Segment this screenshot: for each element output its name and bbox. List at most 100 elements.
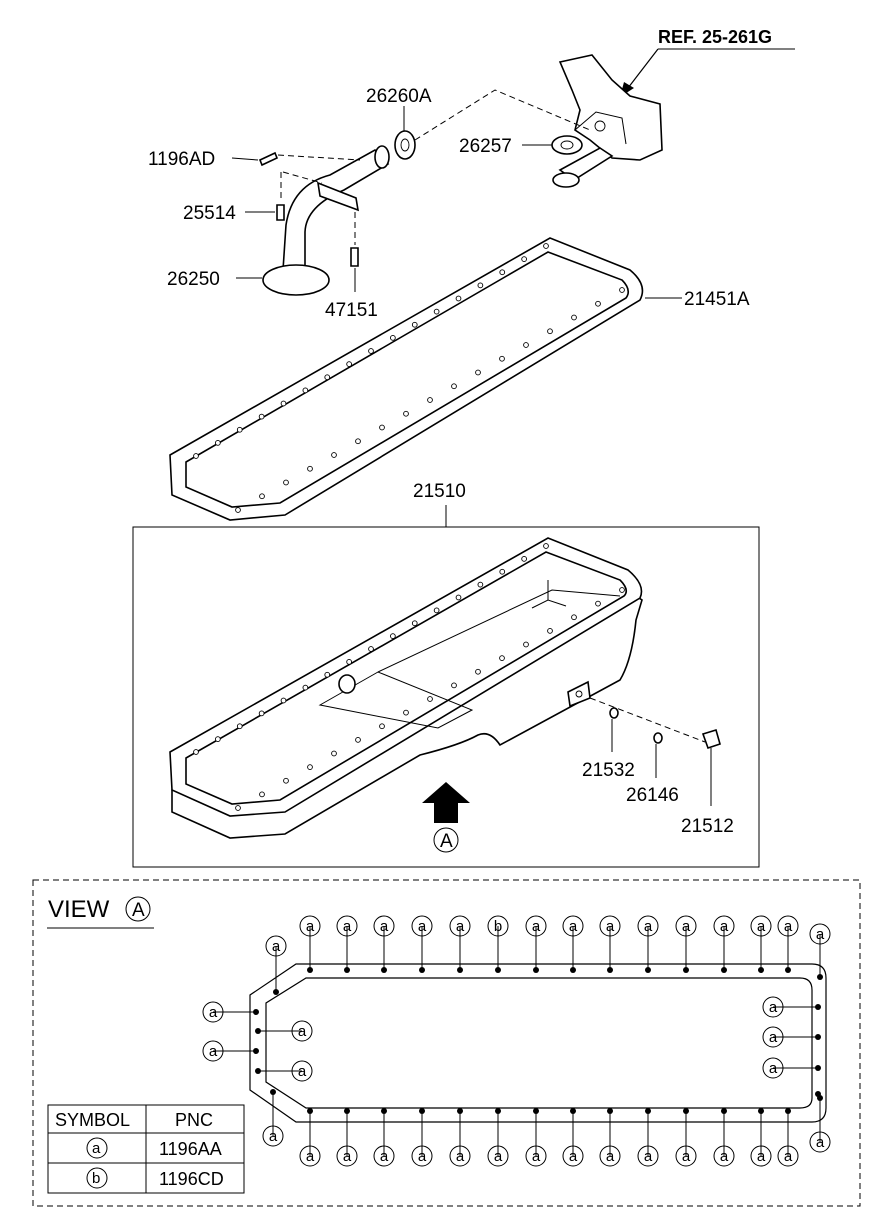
label-25514[interactable]: 25514 xyxy=(183,203,236,224)
pan-hole xyxy=(547,628,553,634)
view-a-title-letter[interactable]: A xyxy=(132,900,145,921)
label-26257[interactable]: 26257 xyxy=(459,136,512,157)
label-26146[interactable]: 26146 xyxy=(626,785,679,806)
bolt-47151-shape xyxy=(350,247,359,267)
bolt-47151: 47151 xyxy=(325,212,378,321)
bolt-symbol[interactable]: a xyxy=(343,918,352,935)
gasket-hole xyxy=(547,328,553,335)
bolt-symbol[interactable]: a xyxy=(682,918,691,935)
gasket-26260A-hole xyxy=(400,138,410,152)
pan-hole xyxy=(258,710,265,717)
drain-parts: 21532 26146 21512 xyxy=(582,707,734,837)
bolt-symbol-circle xyxy=(637,1145,659,1167)
legend-pnc-b[interactable]: 1196CD xyxy=(159,1169,224,1189)
bolt-symbol[interactable]: a xyxy=(816,1134,825,1151)
bolt-symbol-circle xyxy=(562,915,584,937)
legend-header-symbol[interactable]: SYMBOL xyxy=(55,1110,130,1130)
bolt-symbol[interactable]: a xyxy=(769,1029,778,1046)
gasket-hole xyxy=(368,348,374,354)
pan-hole xyxy=(307,764,313,770)
legend-symbol-a[interactable]: a xyxy=(92,1140,101,1157)
bolt-symbol[interactable]: a xyxy=(606,918,615,935)
pan-hole xyxy=(523,641,529,648)
bolt-symbol[interactable]: a xyxy=(272,938,281,955)
bolt-symbol[interactable]: a xyxy=(269,1128,278,1145)
bolt-symbol[interactable]: a xyxy=(532,1148,541,1165)
pan-hole xyxy=(235,805,241,811)
oil-pan-rib xyxy=(531,580,567,609)
bolt-symbol[interactable]: a xyxy=(418,1148,427,1165)
gasket-hole xyxy=(543,243,549,249)
bolt-symbol[interactable]: a xyxy=(418,918,427,935)
pan-hole xyxy=(427,696,433,702)
bolt-symbol[interactable]: b xyxy=(494,918,502,935)
bolt-symbol-circle xyxy=(599,915,621,937)
bolt-symbol[interactable]: a xyxy=(494,1148,503,1165)
label-47151[interactable]: 47151 xyxy=(325,300,378,321)
bolt-symbol-circle xyxy=(762,1026,784,1048)
bolt-symbol[interactable]: a xyxy=(306,1148,315,1165)
ref-label[interactable]: REF. 25-261G xyxy=(658,27,772,47)
bolt-symbol[interactable]: a xyxy=(784,918,793,935)
bolt-position-dot xyxy=(815,1091,821,1097)
strainer-screen xyxy=(262,264,330,296)
bolt-position-dot xyxy=(307,1108,313,1114)
bolt-position-dot xyxy=(253,1009,259,1015)
bolt-symbol[interactable]: a xyxy=(644,918,653,935)
bolt-symbol[interactable]: a xyxy=(298,1023,307,1040)
bolt-symbol[interactable]: a xyxy=(769,999,778,1016)
label-21451A[interactable]: 21451A xyxy=(684,289,750,310)
bolt-symbol[interactable]: a xyxy=(816,926,825,943)
bolt-symbol[interactable]: a xyxy=(380,918,389,935)
view-a-title[interactable]: VIEW xyxy=(48,896,110,923)
bolt-symbol[interactable]: a xyxy=(306,918,315,935)
label-1196AD[interactable]: 1196AD xyxy=(148,149,215,170)
gasket-hole xyxy=(411,321,418,328)
gasket-hole xyxy=(403,410,409,417)
bolt-symbol-circle xyxy=(373,1145,395,1167)
bolt-symbol[interactable]: a xyxy=(784,1148,793,1165)
bolt-symbol-circle xyxy=(299,1145,321,1167)
bolt-position-dot xyxy=(683,1108,689,1114)
bolt-symbol[interactable]: a xyxy=(682,1148,691,1165)
gasket-hole xyxy=(259,493,265,500)
legend-header-pnc[interactable]: PNC xyxy=(175,1110,213,1130)
label-21510[interactable]: 21510 xyxy=(413,481,466,502)
label-21512[interactable]: 21512 xyxy=(681,816,734,837)
bolt-symbol[interactable]: a xyxy=(757,1148,766,1165)
bolt-symbol[interactable]: a xyxy=(769,1060,778,1077)
bolt-1196AD-shape xyxy=(258,151,279,167)
bolt-symbol[interactable]: a xyxy=(298,1063,307,1080)
bolt-symbol-circle xyxy=(373,915,395,937)
bolt-symbol[interactable]: a xyxy=(380,1148,389,1165)
bolt-symbol[interactable]: a xyxy=(606,1148,615,1165)
bolt-25514: 25514 xyxy=(183,171,323,224)
drain-washer-26146 xyxy=(653,732,663,744)
gasket-hole xyxy=(280,400,287,407)
bolt-symbol[interactable]: a xyxy=(757,918,766,935)
bolt-symbol-circle xyxy=(675,915,697,937)
legend-pnc-a[interactable]: 1196AA xyxy=(159,1139,222,1159)
bolt-symbol[interactable]: a xyxy=(456,1148,465,1165)
bolt-symbol[interactable]: a xyxy=(569,918,578,935)
bolt-symbol[interactable]: a xyxy=(532,918,541,935)
gasket-hole xyxy=(283,479,289,486)
bolt-symbol[interactable]: a xyxy=(209,1004,218,1021)
legend-symbol-b[interactable]: b xyxy=(92,1170,100,1187)
view-ref-label[interactable]: A xyxy=(440,831,453,852)
gasket-hole xyxy=(355,438,361,445)
gasket-hole xyxy=(235,507,241,513)
label-26250[interactable]: 26250 xyxy=(167,269,220,290)
label-26260A[interactable]: 26260A xyxy=(366,86,432,107)
gasket-hole xyxy=(302,387,309,394)
bolt-symbol[interactable]: a xyxy=(569,1148,578,1165)
pan-hole xyxy=(619,587,625,593)
bolt-symbol[interactable]: a xyxy=(720,1148,729,1165)
bolt-position-dot xyxy=(273,989,279,995)
bolt-symbol[interactable]: a xyxy=(343,1148,352,1165)
bolt-symbol[interactable]: a xyxy=(456,918,465,935)
bolt-symbol[interactable]: a xyxy=(209,1043,218,1060)
bolt-symbol[interactable]: a xyxy=(644,1148,653,1165)
label-21532[interactable]: 21532 xyxy=(582,760,635,781)
bolt-symbol[interactable]: a xyxy=(720,918,729,935)
